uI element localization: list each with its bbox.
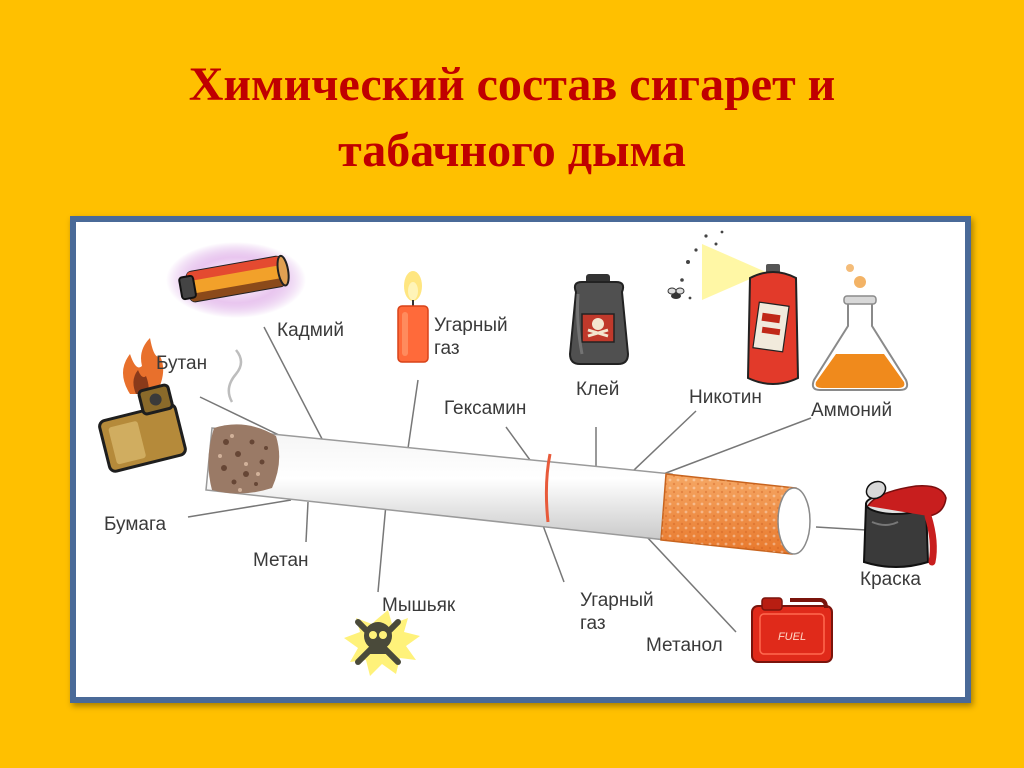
leader-nikotin <box>633 410 697 471</box>
leader-ammoniy <box>657 417 812 477</box>
leader-butan <box>199 396 282 437</box>
leader-bumaga <box>187 499 292 518</box>
label-ugarny-gaz-top-1: Угарный <box>434 315 508 336</box>
label-ammoniy: Аммоний <box>811 400 893 421</box>
leader-metan <box>305 501 309 543</box>
paint-can-icon <box>862 480 947 568</box>
label-geksamin: Гексамин <box>444 398 527 419</box>
label-metan: Метан <box>253 550 309 571</box>
spray-can-icon <box>667 230 800 385</box>
fuel-can-icon: FUEL <box>751 597 833 663</box>
label-bumaga: Бумага <box>104 514 167 535</box>
label-ugarny-gaz-bottom-1: Угарный <box>580 590 654 611</box>
fly-icon <box>667 287 685 299</box>
diagram-frame: FUEL Кадмий Угарный газ Бутан Гексамин К… <box>70 216 971 703</box>
cigarette <box>205 349 811 555</box>
title-line-1: Химический состав сигарет и <box>188 58 836 111</box>
lighter-icon <box>98 338 187 473</box>
label-butan: Бутан <box>156 353 208 374</box>
leader-myshyak <box>377 503 387 593</box>
label-nikotin: Никотин <box>689 387 762 408</box>
label-kley: Клей <box>576 379 620 400</box>
candle-icon <box>397 271 429 363</box>
battery-icon <box>166 242 306 318</box>
label-ugarny-gaz-top-2: газ <box>434 338 460 359</box>
slide-title: Химический состав сигарет и табачного ды… <box>0 52 1024 184</box>
label-myshyak: Мышьяк <box>382 595 456 616</box>
title-line-2: табачного дыма <box>338 124 686 177</box>
label-kadmiy: Кадмий <box>277 320 345 341</box>
flask-icon <box>811 264 909 391</box>
svg-text:FUEL: FUEL <box>778 631 806 643</box>
cigarette-diagram: FUEL <box>98 230 947 676</box>
leader-kraska <box>815 526 867 531</box>
filter-end <box>777 487 811 555</box>
filter-band <box>544 453 552 523</box>
label-metanol: Метанол <box>646 635 723 656</box>
label-ugarny-gaz-bottom-2: газ <box>580 613 606 634</box>
glue-bottle-icon <box>568 274 630 365</box>
label-kraska: Краска <box>860 569 921 590</box>
skull-icon <box>344 610 420 676</box>
